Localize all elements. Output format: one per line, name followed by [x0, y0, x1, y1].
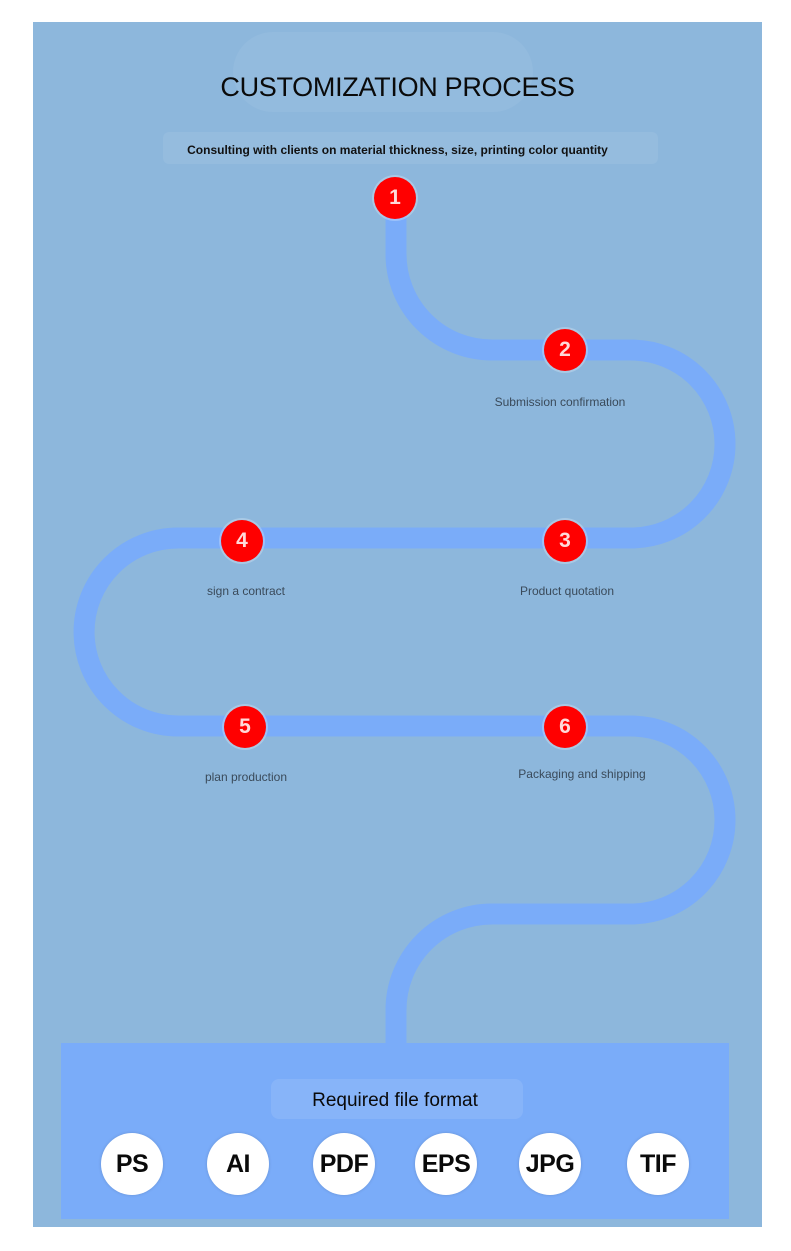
format-badge-pdf: PDF	[313, 1133, 375, 1195]
process-path	[73, 207, 736, 1044]
step-5-marker: 5	[224, 706, 266, 748]
step-4-marker: 4	[221, 520, 263, 562]
process-subtitle: Consulting with clients on material thic…	[187, 143, 608, 157]
format-badge-eps: EPS	[415, 1133, 477, 1195]
step-3-label: Product quotation	[519, 584, 615, 598]
format-title: Required file format	[312, 1090, 478, 1111]
format-badge-jpg: JPG	[519, 1133, 581, 1195]
step-3-marker: 3	[544, 520, 586, 562]
step-1-marker: 1	[374, 177, 416, 219]
format-badge-tif: TIF	[627, 1133, 689, 1195]
subtitle-backdrop	[163, 132, 658, 164]
title-backdrop	[233, 32, 533, 112]
step-6-marker: 6	[544, 706, 586, 748]
page-title: CUSTOMIZATION PROCESS	[220, 72, 575, 102]
process-panel: CUSTOMIZATION PROCESS Consulting with cl…	[33, 22, 762, 1227]
step-4-label: sign a contract	[206, 584, 286, 598]
step-6-label: Packaging and shipping	[518, 767, 646, 781]
format-badge-ps: PS	[101, 1133, 163, 1195]
file-format-panel: Required file format PS AI PDF EPS JPG T…	[61, 1043, 729, 1219]
format-badge-ai: AI	[207, 1133, 269, 1195]
step-2-marker: 2	[544, 329, 586, 371]
step-2-label: Submission confirmation	[494, 395, 626, 409]
step-5-label: plan production	[204, 770, 288, 784]
format-title-backdrop	[271, 1079, 523, 1119]
